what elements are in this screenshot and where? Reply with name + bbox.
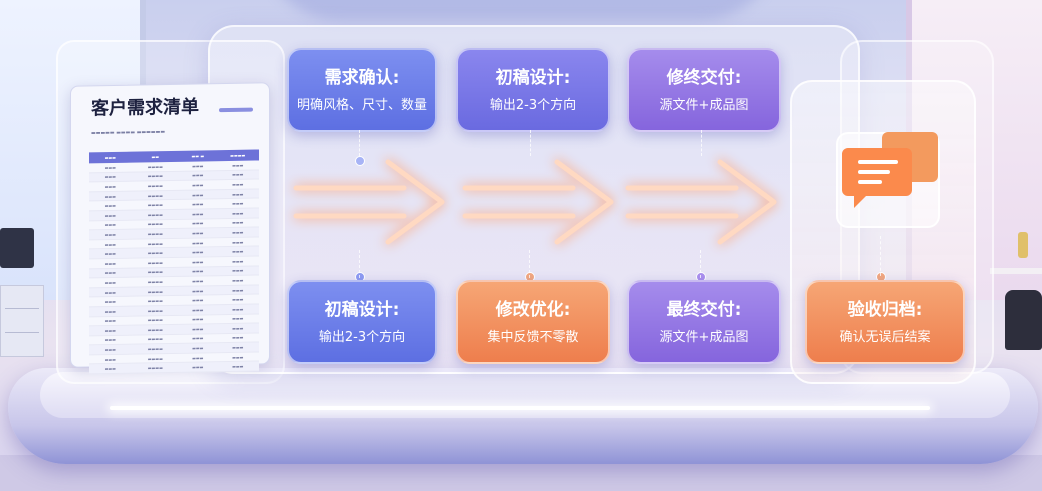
table-cell: ▬▬▬ (89, 363, 132, 374)
step-card-final-delivery: 最终交付: 源文件+成品图 (627, 280, 781, 364)
step-title: 初稿设计: (324, 300, 400, 320)
connector-line (359, 250, 360, 278)
background-desk (990, 268, 1042, 274)
connector-line (359, 130, 360, 156)
background-chair (1005, 290, 1042, 350)
connector-dot (355, 156, 365, 166)
step-subtitle: 源文件+成品图 (659, 330, 749, 345)
requirements-clipboard: 客户需求清单 ▬▬▬▬▬ ▬▬▬▬ ▬▬▬▬▬▬ ▬▬▬▬▬▬▬ ▬▬▬▬▬ ▬… (70, 82, 270, 374)
step-subtitle: 集中反馈不零散 (487, 330, 579, 345)
step-subtitle: 输出2-3个方向 (318, 330, 406, 345)
background-arch (260, 0, 780, 20)
table-cell: ▬▬▬ (179, 362, 217, 373)
step-title: 验收归档: (847, 300, 923, 320)
step-card-archive: 验收归档: 确认无误后结案 (805, 280, 965, 364)
step-subtitle: 确认无误后结案 (839, 330, 931, 345)
stage-platform-top (40, 372, 1010, 418)
step-title: 修终交付: (666, 68, 742, 88)
clipboard-accent-bar (219, 107, 253, 113)
step-subtitle: 源文件+成品图 (659, 98, 749, 113)
table-cell: ▬▬▬▬ (131, 362, 180, 374)
connector-line (880, 236, 881, 276)
step-card-draft-bottom: 初稿设计: 输出2-3个方向 (287, 280, 437, 364)
connector-line (530, 130, 531, 156)
step-title: 修改优化: (495, 300, 571, 320)
clipboard-title: 客户需求清单 (91, 96, 199, 120)
step-card-requirements: 需求确认: 明确风格、尺寸、数量 (287, 48, 437, 132)
connector-line (701, 130, 702, 156)
clipboard-subtitle-line: ▬▬▬▬▬ ▬▬▬▬ ▬▬▬▬▬▬ (91, 129, 166, 137)
step-card-draft-top: 初稿设计: 输出2-3个方向 (456, 48, 610, 132)
table-cell: ▬▬▬ (216, 361, 259, 372)
step-card-revision: 修改优化: 集中反馈不零散 (456, 280, 610, 364)
step-card-delivery-top: 修终交付: 源文件+成品图 (627, 48, 781, 132)
background-lamp (1018, 232, 1028, 258)
chat-bubble-icon (842, 130, 942, 216)
background-cabinet (0, 285, 44, 357)
step-title: 初稿设计: (495, 68, 571, 88)
stage-glow-line (110, 406, 930, 410)
connector-line (529, 250, 530, 278)
arrow-right-icon (462, 158, 615, 246)
arrow-right-icon (293, 158, 446, 246)
step-subtitle: 输出2-3个方向 (489, 98, 577, 113)
connector-line (700, 250, 701, 278)
step-subtitle: 明确风格、尺寸、数量 (296, 98, 427, 113)
step-title: 需求确认: (324, 68, 400, 88)
background-monitor (0, 228, 34, 268)
step-title: 最终交付: (666, 300, 742, 320)
requirements-table: ▬▬▬▬▬▬▬ ▬▬▬▬▬ ▬▬▬▬▬▬▬▬▬▬▬▬▬▬▬▬▬▬▬▬▬▬▬▬▬▬… (89, 149, 259, 374)
arrow-right-icon (625, 158, 778, 246)
